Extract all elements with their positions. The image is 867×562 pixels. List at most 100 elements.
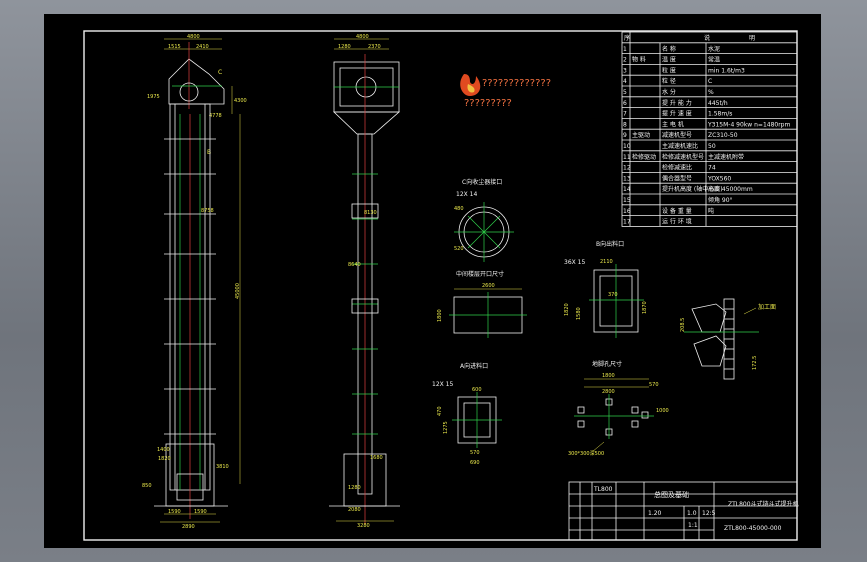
params-row-value: YOX560 <box>707 175 731 182</box>
detail-foundation-title: 地脚孔尺寸 <box>592 360 622 368</box>
params-row-n: 1 <box>623 46 627 53</box>
params-row-value: 倾角 90° <box>708 196 733 204</box>
detail-b-d1: 2110 <box>600 259 613 265</box>
detail-mid-hole-h: 1800 <box>437 309 443 322</box>
params-row-n: 12 <box>623 165 631 172</box>
params-row-n: 14 <box>623 186 631 193</box>
params-row-n: 16 <box>623 208 631 215</box>
detail-b: B向出料口 36X 15 2110 370 1820 1580 1870 <box>564 240 648 338</box>
params-row-value: 吨 <box>708 207 714 215</box>
detail-c-title: C向收尘器接口 <box>462 178 502 186</box>
dim-front-top-mid: 2410 <box>196 44 209 50</box>
params-row-n: 4 <box>623 78 627 85</box>
params-row-n: 11 <box>623 154 631 161</box>
params-row-group: 物 料 <box>632 56 646 64</box>
params-row-name: 偶合器型号 <box>662 174 692 182</box>
params-row-n: 10 <box>623 143 631 150</box>
dim-front-base-b: 1590 <box>194 509 207 515</box>
params-row-value: Y315M-4 90kw n=1480rpm <box>707 121 790 128</box>
title-sheet-code: TL800 <box>593 486 613 493</box>
drawing-canvas[interactable]: 4800 1515 2410 C 4300 1975 4778 B 8758 4… <box>44 14 821 548</box>
dim-front-base-left: 2890 <box>182 524 195 530</box>
flame-icon <box>460 74 481 96</box>
title-scale: 1:1 <box>688 522 698 529</box>
params-row-name: 检修减速比 <box>662 164 692 172</box>
detail-foundation-bolt-note: 300*300深500 <box>568 450 604 457</box>
detail-mid-hole: 中间楼层开口尺寸 2600 1800 <box>437 270 527 338</box>
label-b: B <box>207 149 211 156</box>
detail-a-d3: 1275 <box>443 421 449 434</box>
params-row-n: 8 <box>623 121 627 128</box>
params-row-name: 设 备 重 量 <box>662 207 692 215</box>
params-row-value: C <box>708 78 712 85</box>
detail-b-d4: 1820 <box>564 303 570 316</box>
dim-front-bottom-1: 1400 <box>157 447 170 453</box>
params-row-name: 主 电 机 <box>662 120 684 128</box>
dim-front-mid-mark: 8758 <box>201 208 214 214</box>
detail-b-title: B向出料口 <box>596 240 624 248</box>
params-row-n: 13 <box>623 175 631 182</box>
detail-c-spec: 12X 14 <box>456 191 477 198</box>
title-cell-2: 1.0 <box>687 510 697 517</box>
detail-a-spec: 12X 15 <box>432 381 453 388</box>
dim-side-bottom-3: 2080 <box>348 507 361 513</box>
title-drawing-no: ZTL800-45000-000 <box>724 525 782 532</box>
params-row-name: 名 称 <box>662 45 676 53</box>
params-row-value: 水泥 <box>708 45 720 53</box>
params-row-n: 3 <box>623 67 627 74</box>
params-row-value: min 1.6t/m3 <box>708 67 745 74</box>
side-view: 4800 1280 2370 8130 8640 1680 1280 2080 … <box>329 34 401 529</box>
detail-chain-d1: 208.5 <box>680 318 686 332</box>
params-row-name: 运 行 环 境 <box>662 218 692 226</box>
logo-caption-line1: ????????????? <box>482 78 551 89</box>
detail-c-d1: 480 <box>454 206 464 212</box>
dim-front-side-a: 1975 <box>147 94 160 100</box>
title-cell-3: 12:5 <box>702 510 716 517</box>
detail-mid-hole-title: 中间楼层开口尺寸 <box>456 270 504 278</box>
params-header-1: 说 <box>704 34 710 42</box>
params-row-n: 17 <box>623 219 631 226</box>
logo: ????????????? ????????? <box>460 74 551 109</box>
detail-b-spec: 36X 15 <box>564 259 585 266</box>
logo-caption-line2: ????????? <box>464 98 512 109</box>
detail-a-d4: 570 <box>470 450 480 456</box>
detail-chain-d2: 172.5 <box>752 356 758 370</box>
dim-side-top-mid: 2370 <box>368 44 381 50</box>
params-row-value: 50 <box>708 143 716 150</box>
params-row-value: 74 <box>708 165 716 172</box>
params-row-group: 检修驱动 <box>632 153 656 161</box>
params-row-n: 5 <box>623 89 627 96</box>
detail-foundation-d3: 570 <box>649 382 659 388</box>
detail-a-title: A向进料口 <box>460 362 488 370</box>
params-row-value: % <box>708 89 714 96</box>
params-row-name: 减速机型号 <box>662 131 692 139</box>
dim-side-top-width: 4800 <box>356 34 369 40</box>
params-row-n: 2 <box>623 57 627 64</box>
params-row-n: 9 <box>623 132 627 139</box>
dim-front-bottom-4: 850 <box>142 483 152 489</box>
params-row-value: 高度 45000mm <box>708 185 753 193</box>
dim-front-bottom-2: 1820 <box>158 456 171 462</box>
params-header-2: 明 <box>749 35 755 42</box>
params-row-n: 7 <box>623 111 627 118</box>
detail-c-d2: 520 <box>454 246 464 252</box>
detail-a-d5: 690 <box>470 460 480 466</box>
dim-side-top-left: 1280 <box>338 44 351 50</box>
params-row-n: 6 <box>623 100 627 107</box>
params-row-name: 粒 度 <box>662 66 676 74</box>
dim-front-total-height: 45000 <box>235 283 241 299</box>
detail-c: C向收尘器接口 12X 14 480 520 <box>454 178 514 262</box>
title-drawing-title: ZTL800斗式链斗式提升机 <box>728 500 799 508</box>
title-subtitle: 总图及基础 <box>654 490 689 499</box>
dim-side-bottom-2: 1280 <box>348 485 361 491</box>
detail-a: A向进料口 12X 15 600 1275 470 570 690 <box>432 362 502 466</box>
params-row-value: 常温 <box>708 56 720 64</box>
dim-front-head-h: 4778 <box>209 113 222 119</box>
params-row-name: 提升机高度 (轴中心距) <box>662 185 723 193</box>
params-row-name: 提 升 能 力 <box>662 99 692 107</box>
dim-side-base-width: 3280 <box>357 523 370 529</box>
label-c: C <box>218 69 222 76</box>
dim-front-top-left: 1515 <box>168 44 181 50</box>
cad-drawing: 4800 1515 2410 C 4300 1975 4778 B 8758 4… <box>83 30 799 541</box>
